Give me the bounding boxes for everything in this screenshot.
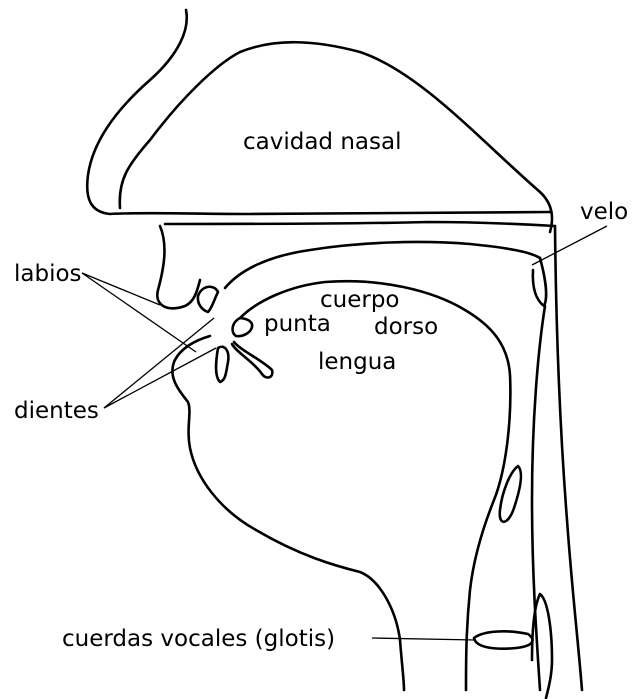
lips-leader-lower xyxy=(82,273,196,352)
label-tongue-body: cuerpo xyxy=(320,287,400,313)
label-nasal-cavity: cavidad nasal xyxy=(243,129,401,155)
velum-leader xyxy=(532,226,607,265)
teeth-leader-upper xyxy=(104,318,214,408)
tongue-tip-outline xyxy=(233,318,253,336)
label-tongue: lengua xyxy=(318,349,396,375)
larynx-outline xyxy=(532,594,552,698)
teeth-leader-lower xyxy=(104,348,216,408)
label-vocal-cords: cuerdas vocales (glotis) xyxy=(62,626,335,652)
lower-tooth-front xyxy=(216,347,228,382)
upper-teeth-outline xyxy=(198,287,218,312)
label-lips: labios xyxy=(14,261,82,287)
velum-flap-outline xyxy=(533,258,546,306)
palate-outline xyxy=(165,222,555,226)
glottis-outline xyxy=(474,631,532,648)
lower-teeth-outline xyxy=(232,342,272,377)
label-tongue-tip: punta xyxy=(264,311,331,337)
label-velum: velo xyxy=(580,199,628,225)
pharynx-back-wall xyxy=(555,226,582,690)
vocal-cords-leader xyxy=(372,638,476,640)
velum-outline xyxy=(225,242,540,288)
upper-lip-outline xyxy=(157,226,200,308)
label-teeth: dientes xyxy=(14,398,99,424)
nose-outline xyxy=(87,10,550,214)
label-tongue-dorsum: dorso xyxy=(374,314,438,340)
